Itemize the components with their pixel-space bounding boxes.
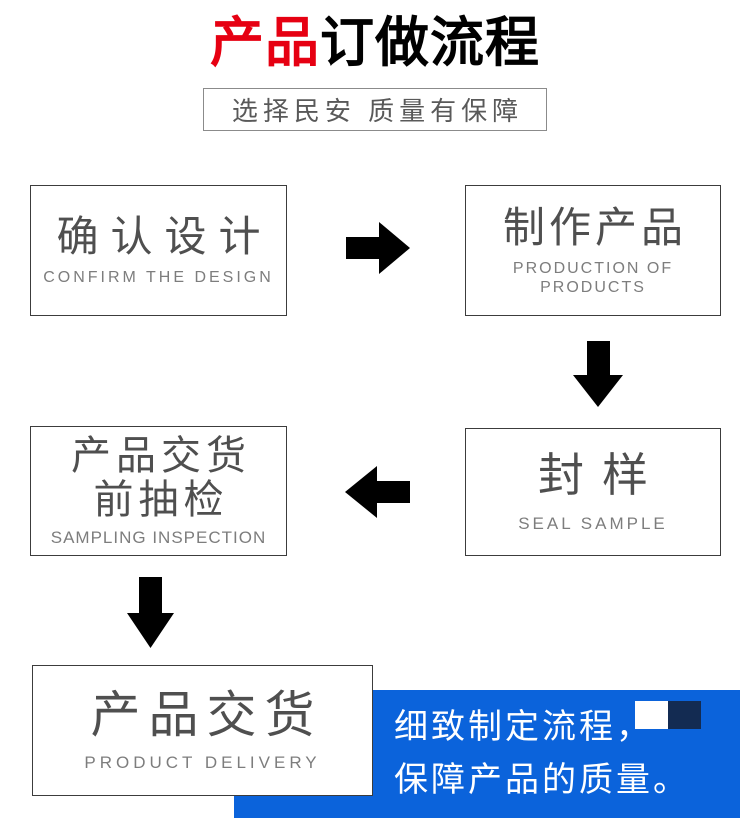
banner-line1: 细致制定流程， (394, 708, 653, 746)
deco-squares (635, 701, 701, 729)
arrow-down-icon (573, 341, 623, 407)
step-zh-label: 制作产品 (502, 203, 687, 251)
page-title: 产品订做流程 (0, 13, 750, 73)
subtitle-box: 选择民安 质量有保障 (203, 88, 547, 131)
subtitle-text: 选择民安 质量有保障 (231, 96, 524, 126)
step-box-product-delivery: 产品交货 PRODUCT DELIVERY (32, 665, 373, 796)
deco-square-navy (668, 701, 701, 729)
step-box-seal-sample: 封样 SEAL SAMPLE (465, 428, 721, 556)
page-title-black: 订做流程 (320, 13, 540, 73)
step-zh-line1: 产品交货 (71, 433, 251, 478)
step-zh-label: 封样 (538, 449, 666, 502)
arrow-down-icon (127, 577, 174, 648)
step-box-production: 制作产品 PRODUCTION OF PRODUCTS (465, 185, 721, 316)
banner-text: 细致制定流程， 保障产品的质量。 (394, 701, 690, 806)
step-zh-label: 确认设计 (56, 213, 273, 261)
step-zh-line2: 前抽检 (93, 478, 229, 523)
step-box-confirm-design: 确认设计 CONFIRM THE DESIGN (30, 185, 287, 316)
page-title-red: 产品 (210, 13, 320, 73)
step-en-label: SEAL SAMPLE (518, 513, 668, 533)
banner-line2: 保障产品的质量。 (394, 760, 690, 799)
step-box-sampling-inspection: 产品交货 前抽检 SAMPLING INSPECTION (30, 426, 287, 556)
step-en-label: PRODUCT DELIVERY (84, 753, 321, 773)
step-en-line1: PRODUCTION OF (512, 259, 674, 277)
step-en-label: CONFIRM THE DESIGN (43, 269, 274, 287)
step-en-label: PRODUCTION OF PRODUCTS (513, 259, 673, 297)
step-en-label: SAMPLING INSPECTION (50, 528, 267, 548)
step-en-line2: PRODUCTS (540, 279, 646, 297)
deco-square-white (635, 701, 668, 729)
step-zh-label: 产品交货 前抽检 (66, 434, 251, 524)
arrow-right-icon (346, 222, 410, 274)
step-zh-label: 产品交货 (90, 687, 323, 744)
arrow-left-icon (345, 466, 410, 518)
